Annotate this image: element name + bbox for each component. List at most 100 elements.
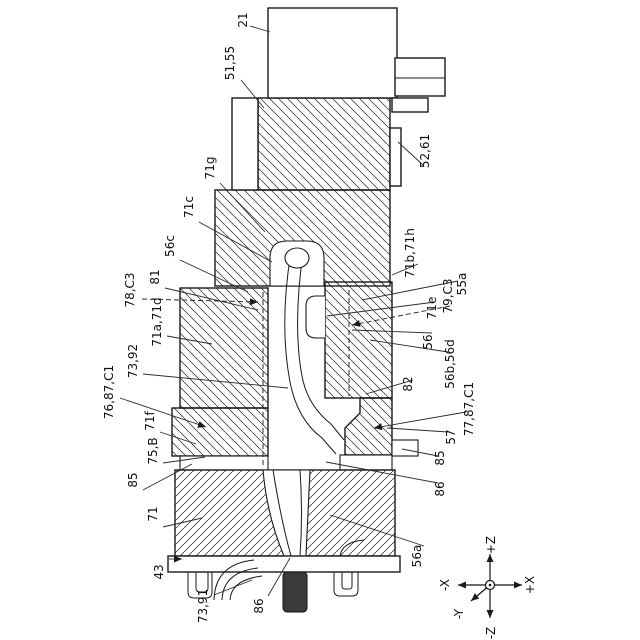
ref-label-71f: 71f: [143, 410, 157, 430]
ref-label-57: 57: [444, 429, 458, 444]
right-foot-outer: [333, 572, 359, 597]
ref-label-82: 82: [401, 376, 415, 391]
bent-conductor-2: [221, 567, 259, 601]
leader-55a: [361, 280, 459, 301]
contact-arm-outer: [284, 251, 337, 455]
ref-label-71a-71d: 71a,71d: [150, 297, 164, 346]
right-foot-inner: [341, 572, 353, 590]
ref-label-85-left: 85: [126, 472, 140, 487]
leader-82: [365, 379, 414, 395]
ref-label-55a: 55a: [455, 273, 469, 296]
ref-label-79-C3: 79,C3: [441, 278, 455, 313]
mid-left-insulator: [171, 287, 269, 471]
ref-label-77-87-C1: 77,87,C1: [462, 382, 476, 436]
leader-71g: [219, 182, 266, 233]
left-block-upper: [179, 287, 269, 409]
leader-71e: [326, 301, 436, 317]
ref-label-86-right: 86: [433, 481, 447, 496]
axis-label-minus-z: -Z: [484, 627, 498, 640]
leader-56: [351, 329, 433, 334]
fixed-contact-bump: [305, 295, 325, 339]
ref-label-81: 81: [148, 269, 162, 284]
upper-housing-block-a: [257, 97, 391, 191]
leader-52-61: [397, 141, 424, 166]
left-foot-outer: [187, 572, 213, 599]
leader-76-87-C1: [119, 397, 207, 428]
leader-56a: [329, 514, 425, 547]
ref-label-71e: 71e: [425, 297, 439, 320]
shield-strip-left: [231, 97, 259, 191]
right-under-strip: [339, 454, 393, 471]
left-foot-inner: [195, 572, 209, 593]
bent-conductor-1: [213, 559, 255, 601]
leader-73-91: [213, 579, 253, 596]
leader-71c: [198, 221, 273, 263]
leader-73-92: [142, 373, 289, 389]
terminal-bend-line-1: [272, 469, 292, 557]
leader-51-55: [240, 79, 265, 109]
leader-71f: [159, 431, 197, 445]
ref-label-78-C3: 78,C3: [123, 272, 137, 307]
leader-57: [386, 427, 449, 433]
leader-86-right: [325, 461, 439, 484]
axis-label-minus-x: -X: [438, 579, 452, 591]
left-block-lower: [171, 407, 269, 457]
contact-tip: [284, 247, 310, 269]
ref-label-76-87-C1: 76,87,C1: [102, 365, 116, 419]
spring-contact: [284, 247, 345, 455]
base-housing: [167, 469, 401, 573]
bottom-plate: [167, 555, 401, 573]
upper-housing: [214, 97, 402, 287]
ref-label-71c: 71c: [182, 196, 196, 218]
legs-and-pins: [187, 539, 365, 613]
shield-strip-right: [389, 127, 402, 187]
ref-label-71b-71h: 71b,71h: [403, 228, 417, 278]
right-block-upper: [324, 281, 393, 399]
mating-connector-body: [267, 7, 398, 99]
leader-85-left: [142, 463, 193, 491]
left-thin-strip: [179, 455, 269, 471]
leader-21: [249, 25, 271, 33]
ref-label-85-right: 85: [433, 450, 447, 465]
right-step-strip: [391, 439, 419, 457]
leader-56b-56d: [369, 339, 449, 353]
section-arrow-79C3: [351, 305, 451, 327]
leader-71b-71h: [391, 263, 419, 276]
ref-label-43: 43: [152, 564, 166, 579]
mid-right-insulator: [324, 281, 419, 471]
ref-label-73-92: 73,92: [126, 344, 140, 378]
mating-connector-lower-tab: [391, 97, 429, 113]
axis-y-dot-icon: [488, 583, 492, 587]
leader-86-bottom: [267, 557, 291, 597]
leader-77-87-C1: [373, 411, 467, 431]
leader-56c: [179, 259, 249, 293]
ref-label-86-bottom: 86: [252, 598, 266, 613]
leader-71a-71d: [166, 335, 213, 345]
bent-conductor-3: [229, 575, 263, 601]
ref-label-75-B: 75,B: [146, 437, 160, 464]
ref-label-21: 21: [236, 12, 250, 27]
ref-label-73-91: 73,91: [196, 589, 210, 623]
ref-label-56c: 56c: [163, 235, 177, 257]
leader-71: [162, 517, 203, 528]
ref-label-71: 71: [146, 506, 160, 521]
ref-label-56a: 56a: [410, 545, 424, 568]
section-lines: [141, 290, 451, 466]
ref-label-56: 56: [421, 334, 435, 349]
ref-label-52-61: 52,61: [418, 134, 432, 168]
mating-connector-tab: [394, 57, 446, 97]
axis-indicator: +Z -Z +X -X -Y: [438, 536, 537, 639]
leader-75-B: [162, 456, 206, 464]
ref-label-56b-56d: 56b,56d: [443, 339, 457, 389]
mating-connector: [267, 7, 446, 113]
axis-label-plus-x: +X: [523, 576, 537, 594]
ref-label-51-55: 51,55: [223, 46, 237, 80]
center-pin: [282, 571, 308, 613]
contact-arm-inner: [297, 253, 345, 441]
axis-label-plus-z: +Z: [484, 536, 498, 554]
leader-lines: [119, 25, 467, 597]
reference-labels: 21 51,55 52,61 71g 71c 56c 81 78,C3 71a,…: [102, 12, 476, 623]
leader-85-right: [401, 448, 439, 457]
axis-label-minus-y: -Y: [452, 608, 466, 619]
section-arrow-78C3: [141, 298, 259, 306]
